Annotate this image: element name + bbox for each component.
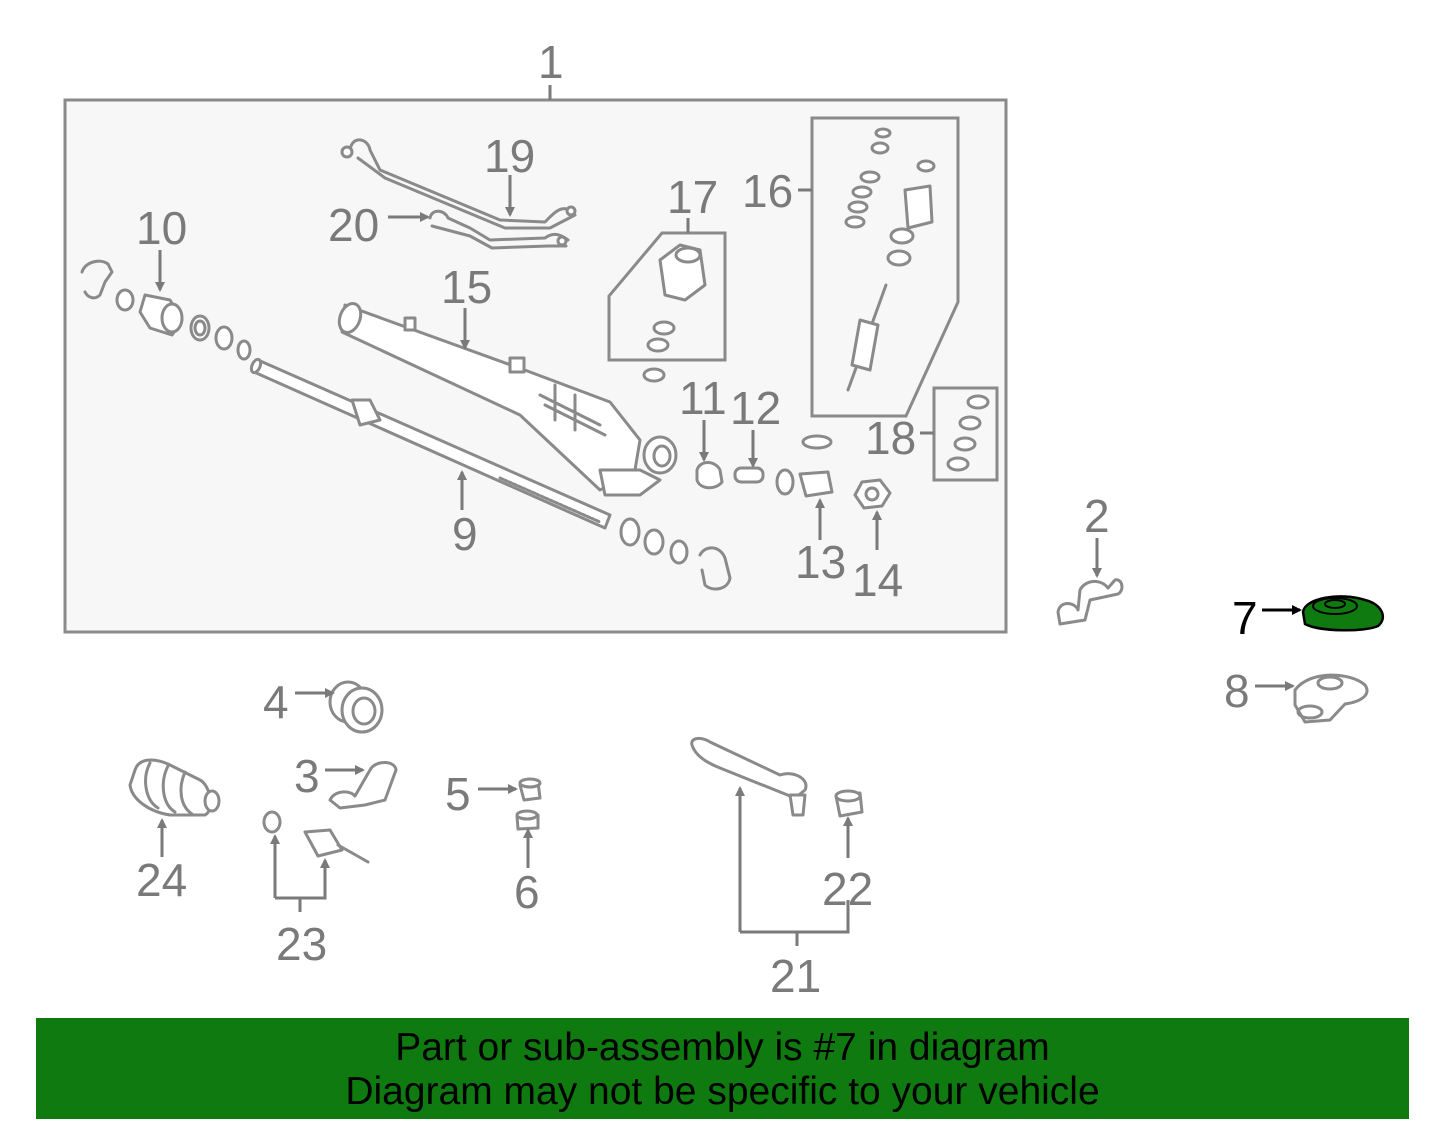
banner-line-2: Diagram may not be specific to your vehi…: [345, 1070, 1100, 1113]
callout-23: 23: [276, 918, 327, 970]
callout-7: 7: [1232, 592, 1258, 644]
feed-pipes: [340, 138, 577, 250]
callout-15: 15: [441, 261, 492, 313]
callout-20: 20: [328, 199, 379, 251]
mounting-bracket: [1056, 578, 1124, 626]
bracket-3: [328, 761, 398, 810]
callout-8: 8: [1224, 665, 1250, 717]
callout-4: 4: [263, 676, 289, 728]
callout-13: 13: [795, 536, 846, 588]
callout-24: 24: [136, 854, 187, 906]
right-seals: [619, 517, 732, 591]
callout-17: 17: [667, 171, 718, 223]
callout-6: 6: [514, 866, 540, 918]
info-banner: Part or sub-assembly is #7 in diagram Di…: [36, 1018, 1409, 1119]
callout-11: 11: [679, 372, 727, 424]
part-7-highlighted: [1301, 595, 1385, 632]
callout-14: 14: [852, 554, 903, 606]
callout-9: 9: [452, 508, 478, 560]
nut-and-washer: [515, 777, 542, 831]
callout-2: 2: [1084, 490, 1110, 542]
callout-21: 21: [770, 950, 821, 1002]
pinion-small-parts: [695, 434, 892, 510]
steering-boot: [128, 758, 221, 817]
callout-16: 16: [742, 165, 793, 217]
valve-kit-parts: [844, 127, 936, 392]
callout-5: 5: [445, 768, 471, 820]
seal-kit-parts: [946, 394, 990, 472]
mount-cushion: [1293, 673, 1369, 724]
callout-labels: 1 19 20 10 15 17 16 18 11 12 9 13 14 2 7…: [136, 36, 1258, 1002]
tie-rod-end: [690, 736, 808, 817]
bushing: [328, 680, 384, 734]
callout-19: 19: [484, 130, 535, 182]
banner-line-1: Part or sub-assembly is #7 in diagram: [395, 1026, 1050, 1069]
left-seals: [80, 259, 252, 361]
castle-nut: [834, 789, 864, 818]
callout-12: 12: [730, 382, 781, 434]
callout-22: 22: [822, 863, 873, 915]
leader-lines: [155, 175, 1302, 946]
steering-rack: [249, 357, 612, 530]
callout-10: 10: [136, 202, 187, 254]
rack-housing: [337, 301, 678, 497]
callout-18: 18: [865, 412, 916, 464]
tie-rod: [262, 810, 370, 864]
callout-3: 3: [294, 750, 320, 802]
callout-1: 1: [538, 36, 564, 88]
valve-body-parts: [642, 243, 707, 383]
